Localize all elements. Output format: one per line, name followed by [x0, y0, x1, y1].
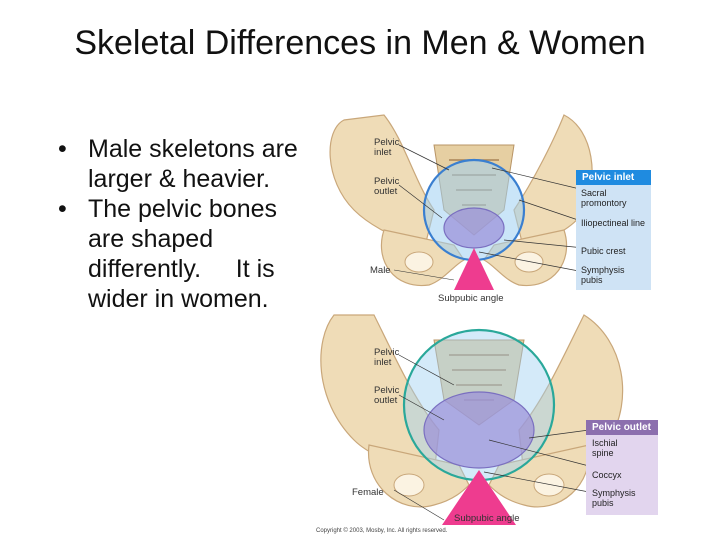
symphysis-pubis-label: Symphysis pubis	[581, 265, 631, 285]
male-pelvis	[330, 115, 592, 290]
sacral-promontory-label: Sacral promontory	[581, 188, 649, 208]
pelvic-outlet-panel: Pelvic outlet Ischial spine Coccyx Symph…	[586, 420, 658, 515]
pelvic-outlet-panel-title: Pelvic outlet	[586, 420, 658, 435]
male-subpubic-label: Subpubic angle	[438, 294, 504, 304]
coccyx-label: Coccyx	[592, 470, 622, 480]
male-pelvic-inlet-label: Pelvic inlet	[374, 138, 412, 158]
slide-title: Skeletal Differences in Men & Women	[0, 24, 720, 63]
ischial-spine-label: Ischial spine	[592, 438, 632, 458]
male-pelvic-outlet-label: Pelvic outlet	[374, 177, 412, 197]
female-subpubic-label: Subpubic angle	[454, 514, 520, 524]
bullet-marker: •	[58, 194, 67, 224]
bullet-item: • Male skeletons are larger & heavier.	[50, 134, 320, 194]
iliopectineal-line-label: Iliopectineal line	[581, 218, 649, 228]
bullet-list: • Male skeletons are larger & heavier. •…	[50, 134, 320, 314]
pelvis-illustration: Pelvic inlet Pelvic outlet Male Subpubic…	[314, 100, 714, 540]
symphysis-pubis-female-label: Symphysis pubis	[592, 488, 642, 508]
bullet-marker: •	[58, 134, 67, 164]
female-label: Female	[352, 488, 384, 498]
male-label: Male	[370, 266, 391, 276]
female-pelvic-outlet-label: Pelvic outlet	[374, 386, 412, 406]
bullet-item: • The pelvic bones are shaped differentl…	[50, 194, 320, 314]
pelvic-inlet-panel-title: Pelvic inlet	[576, 170, 651, 185]
copyright-notice: Copyright © 2003, Mosby, Inc. All rights…	[316, 528, 447, 534]
pelvic-inlet-panel: Pelvic inlet Sacral promontory Iliopecti…	[576, 170, 651, 290]
pubic-crest-label: Pubic crest	[581, 246, 649, 256]
bullet-text: Male skeletons are larger & heavier.	[88, 135, 298, 193]
female-pelvic-inlet-label: Pelvic inlet	[374, 348, 412, 368]
bullet-text: The pelvic bones are shaped differently.…	[88, 195, 284, 313]
